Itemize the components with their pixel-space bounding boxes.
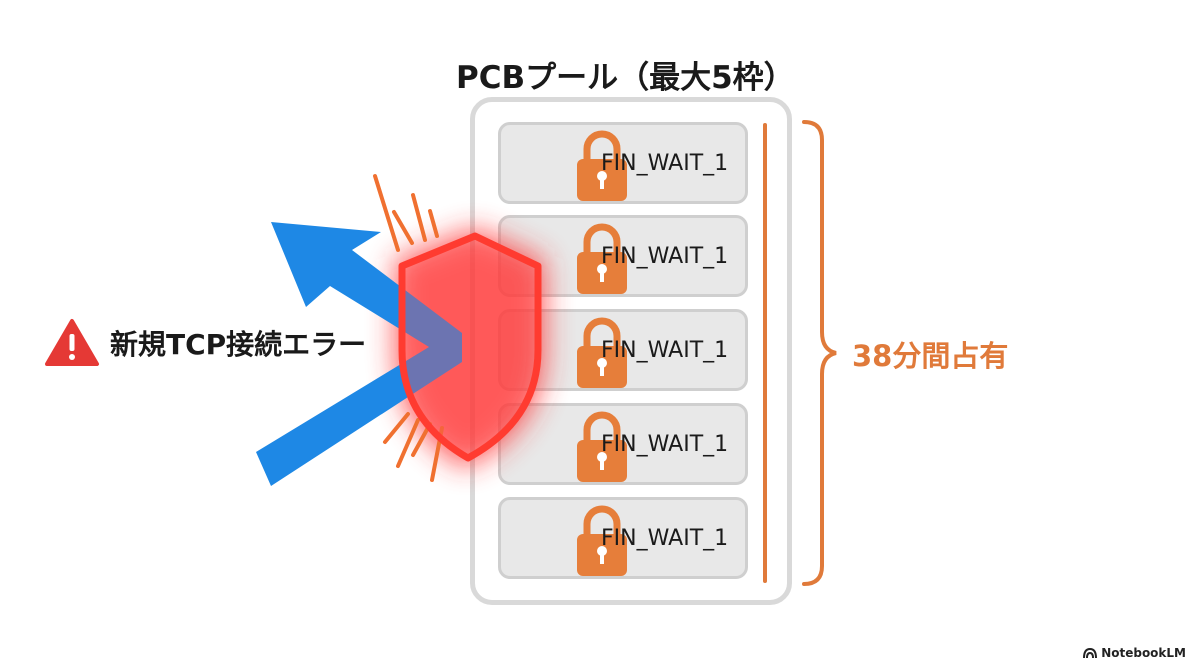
shield-icon bbox=[398, 232, 542, 462]
slot-state-label: FIN_WAIT_1 bbox=[601, 526, 729, 551]
lock-icon bbox=[577, 411, 627, 482]
connection-arrow bbox=[256, 222, 462, 486]
occupation-line bbox=[763, 123, 767, 583]
pcb-slot: FIN_WAIT_1 bbox=[498, 497, 748, 579]
slot-state-label: FIN_WAIT_1 bbox=[601, 338, 729, 363]
pcb-slot: FIN_WAIT_1 bbox=[498, 403, 748, 485]
impact-burst-top bbox=[373, 174, 439, 252]
connection-error: 新規TCP接続エラー bbox=[44, 318, 366, 368]
lock-icon bbox=[577, 505, 627, 576]
slot-state-label: FIN_WAIT_1 bbox=[601, 151, 729, 176]
slot-state-label: FIN_WAIT_1 bbox=[601, 244, 729, 269]
pcb-slot: FIN_WAIT_1 bbox=[498, 122, 748, 204]
shield-glow bbox=[395, 228, 545, 468]
brand-logo: NotebookLM bbox=[1083, 646, 1186, 660]
pool-title: PCBプール（最大5枠） bbox=[456, 60, 795, 96]
occupation-bracket bbox=[802, 120, 837, 586]
lock-icon bbox=[577, 317, 627, 388]
slot-state-label: FIN_WAIT_1 bbox=[601, 432, 729, 457]
error-label: 新規TCP接続エラー bbox=[110, 328, 367, 361]
lock-icon bbox=[577, 130, 627, 201]
lock-icon bbox=[577, 223, 627, 294]
occupation-label: 38分間占有 bbox=[852, 339, 1009, 373]
warning-icon bbox=[45, 319, 99, 366]
notebooklm-logo-icon bbox=[1083, 647, 1098, 659]
pcb-slot: FIN_WAIT_1 bbox=[498, 215, 748, 297]
brand-label: NotebookLM bbox=[1101, 646, 1186, 660]
